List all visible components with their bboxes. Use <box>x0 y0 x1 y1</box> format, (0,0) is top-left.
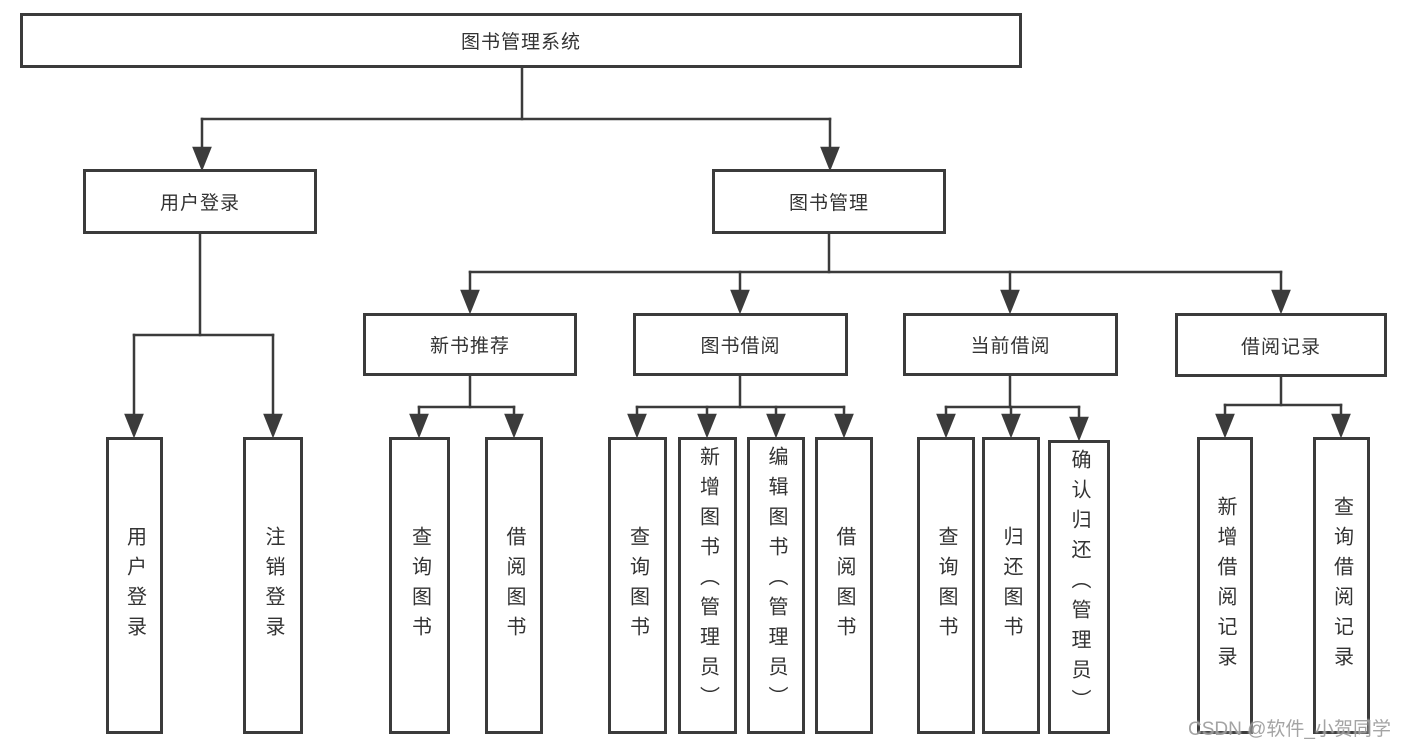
connector-borrow-to-leaves <box>627 374 854 439</box>
leaf-logout: 注销登录 <box>243 437 303 734</box>
leaf-add-borrow-record: 新增借阅记录 <box>1197 437 1253 734</box>
leaf-borrow-book: 借阅图书 <box>815 437 873 734</box>
connector-bookmgmt-to-level3 <box>460 232 1291 315</box>
node-book-borrow: 图书借阅 <box>633 313 848 376</box>
leaf-query-book-recommend: 查询图书 <box>389 437 450 734</box>
node-book-management: 图书管理 <box>712 169 946 234</box>
csdn-watermark: CSDN @软件_小贺同学 <box>1188 719 1391 740</box>
leaf-query-book-current: 查询图书 <box>917 437 975 734</box>
leaf-borrow-book-recommend: 借阅图书 <box>485 437 543 734</box>
node-user-login: 用户登录 <box>83 169 317 234</box>
leaf-return-book: 归还图书 <box>982 437 1040 734</box>
connector-current-to-leaves <box>936 374 1089 442</box>
node-root: 图书管理系统 <box>20 13 1022 68</box>
connector-root-to-level2 <box>192 66 840 172</box>
leaf-user-login: 用户登录 <box>106 437 163 734</box>
node-new-book-recommend: 新书推荐 <box>363 313 577 376</box>
leaf-edit-book-admin: 编辑图书（管理员） <box>747 437 805 734</box>
leaf-confirm-return-admin: 确认归还（管理员） <box>1048 440 1110 734</box>
connector-record-to-leaves <box>1215 375 1351 439</box>
connector-userlogin-to-leaves <box>124 232 283 439</box>
leaf-query-book-borrow: 查询图书 <box>608 437 667 734</box>
leaf-query-borrow-record: 查询借阅记录 <box>1313 437 1370 734</box>
leaf-add-book-admin: 新增图书（管理员） <box>678 437 737 734</box>
connector-newbook-to-leaves <box>409 374 524 439</box>
node-borrow-record: 借阅记录 <box>1175 313 1387 377</box>
node-current-borrow: 当前借阅 <box>903 313 1118 376</box>
